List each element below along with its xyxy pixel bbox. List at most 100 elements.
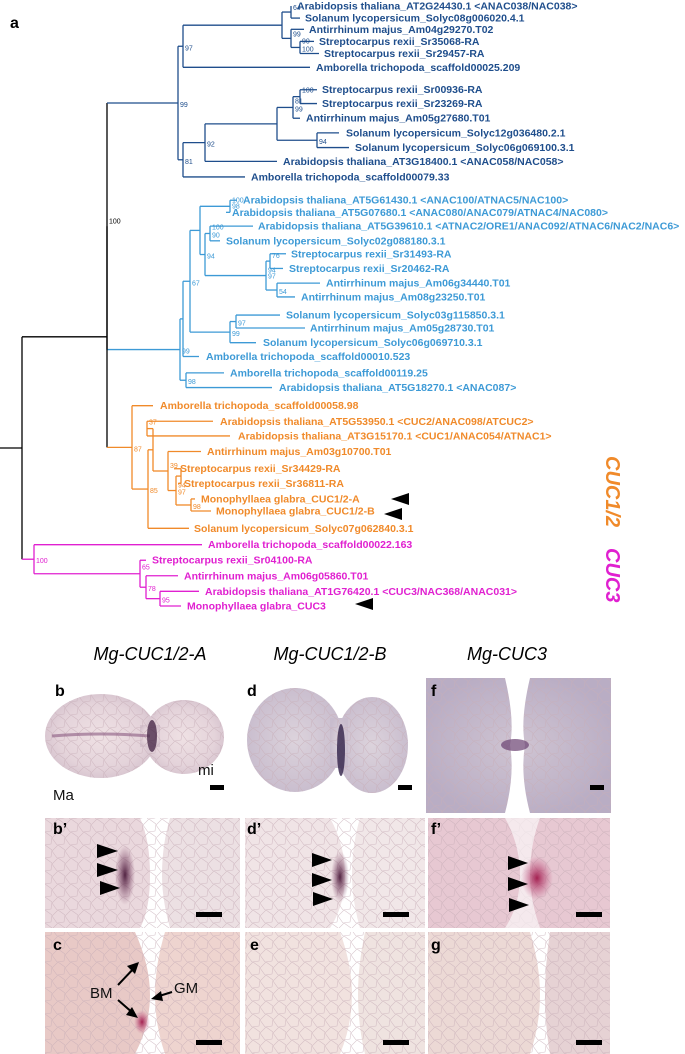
tree-tip-label: Antirrhinum majus_Am06g05860.T01 bbox=[184, 570, 369, 582]
micrograph-b-prime bbox=[45, 818, 240, 928]
panel-label-b-prime: b’ bbox=[53, 821, 67, 838]
panel-label-b: b bbox=[55, 683, 65, 700]
panel-label-f-prime: f’ bbox=[431, 821, 441, 838]
tree-tip-label: Streptocarpus rexii_Sr31493-RA bbox=[291, 248, 452, 260]
arrowhead-mg-cuc3 bbox=[355, 598, 373, 610]
bootstrap-value: 39 bbox=[170, 463, 178, 470]
micrograph-f bbox=[426, 678, 611, 813]
bootstrap-value: 100 bbox=[212, 224, 224, 231]
tree-tip-label: Arabidopsis thaliana_AT3G15170.1 <CUC1/A… bbox=[238, 430, 552, 442]
tree-tip-label: Streptocarpus rexii_Sr35068-RA bbox=[319, 36, 480, 48]
tree-bootstrap-values: 6499901009710081999492819910098100907694… bbox=[36, 5, 327, 605]
bootstrap-value: 87 bbox=[134, 446, 142, 453]
tree-tip-label: Monophyllaea glabra_CUC1/2-B bbox=[216, 506, 375, 518]
micrograph-b bbox=[40, 685, 250, 810]
tree-branches bbox=[0, 6, 349, 607]
tree-tip-label: Arabidopsis thaliana_AT5G61430.1 <ANAC10… bbox=[243, 195, 568, 207]
tree-tip-label: Monophyllaea glabra_CUC3 bbox=[187, 601, 326, 613]
tree-tip-labels: Arabidopsis thaliana_AT2G24430.1 <ANAC03… bbox=[152, 1, 679, 613]
panel-label-g: g bbox=[431, 937, 441, 954]
tree-tip-label: Streptocarpus rexii_Sr23269-RA bbox=[322, 98, 483, 110]
bootstrap-value: 98 bbox=[193, 504, 201, 511]
bootstrap-value: 94 bbox=[178, 483, 186, 490]
bootstrap-value: 81 bbox=[295, 98, 303, 105]
bootstrap-value: 95 bbox=[162, 598, 170, 605]
bootstrap-value: 99 bbox=[232, 331, 240, 338]
bootstrap-value: 100 bbox=[302, 88, 314, 95]
panel-label-c: c bbox=[53, 937, 62, 954]
column-header-cuc12b: Mg-CUC1/2-B bbox=[273, 644, 386, 664]
tree-tip-label: Arabidopsis thaliana_AT1G76420.1 <CUC3/N… bbox=[205, 586, 517, 598]
tree-tip-label: Solanum lycopersicum_Solyc08g006020.4.1 bbox=[305, 13, 525, 25]
bootstrap-value: 100 bbox=[302, 46, 314, 53]
bootstrap-value: 99 bbox=[180, 102, 188, 109]
bootstrap-value: 85 bbox=[150, 488, 158, 495]
bootstrap-value: 97 bbox=[268, 274, 276, 281]
bootstrap-value: 94 bbox=[319, 139, 327, 146]
tree-tip-label: Streptocarpus rexii_Sr20462-RA bbox=[289, 263, 450, 275]
label-gm: GM bbox=[174, 980, 198, 997]
tree-tip-label: Solanum lycopersicum_Solyc06g069710.3.1 bbox=[263, 337, 483, 349]
tree-tip-label: Streptocarpus rexii_Sr29457-RA bbox=[324, 48, 485, 60]
tree-tip-label: Antirrhinum majus_Am05g28730.T01 bbox=[310, 323, 495, 335]
bootstrap-value: 100 bbox=[36, 558, 48, 565]
bootstrap-value: 99 bbox=[295, 106, 303, 113]
tree-tip-label: Arabidopsis thaliana_AT2G24430.1 <ANAC03… bbox=[297, 1, 578, 13]
micrograph-d-prime bbox=[245, 818, 425, 928]
bootstrap-value: 97 bbox=[185, 45, 193, 52]
panel-label-d: d bbox=[247, 683, 257, 700]
tree-tip-label: Antirrhinum majus_Am06g34440.T01 bbox=[326, 278, 511, 290]
tree-tip-label: Streptocarpus rexii_Sr36811-RA bbox=[184, 478, 344, 490]
tree-tip-label: Antirrhinum majus_Am03g10700.T01 bbox=[207, 446, 392, 458]
tree-tip-label: Solanum lycopersicum_Solyc06g069100.3.1 bbox=[355, 142, 575, 154]
bootstrap-value: 92 bbox=[207, 142, 215, 149]
tree-tip-label: Antirrhinum majus_Am04g29270.T02 bbox=[309, 24, 494, 36]
tree-tip-label: Streptocarpus rexii_Sr34429-RA bbox=[180, 463, 341, 475]
tree-tip-label: Antirrhinum majus_Am05g27680.T01 bbox=[306, 113, 491, 125]
bootstrap-value: 98 bbox=[188, 379, 196, 386]
bootstrap-value: 65 bbox=[142, 565, 150, 572]
panel-label-e: e bbox=[250, 937, 259, 954]
bootstrap-value: 78 bbox=[148, 586, 156, 593]
micrograph-e bbox=[245, 932, 425, 1054]
tree-tip-label: Antirrhinum majus_Am08g23250.T01 bbox=[301, 291, 486, 303]
group-label-cuc3: CUC3 bbox=[601, 548, 623, 602]
tree-tip-label: Arabidopsis thaliana_AT5G39610.1 <ATNAC2… bbox=[258, 221, 679, 233]
tree-tip-label: Amborella trichopoda_scaffold00022.163 bbox=[208, 539, 412, 551]
bootstrap-value: 100 bbox=[109, 218, 121, 225]
bootstrap-value: 90 bbox=[212, 232, 220, 239]
tree-tip-label: Amborella trichopoda_scaffold00079.33 bbox=[251, 171, 450, 183]
label-mi: mi bbox=[198, 762, 214, 779]
micrograph-d bbox=[245, 680, 425, 820]
bootstrap-value: 94 bbox=[207, 254, 215, 261]
label-bm: BM bbox=[90, 985, 113, 1002]
bootstrap-value: 98 bbox=[232, 203, 240, 210]
arrowhead-mg-cuc12b bbox=[384, 508, 402, 520]
tree-tip-label: Arabidopsis thaliana_AT5G53950.1 <CUC2/A… bbox=[220, 416, 534, 428]
label-ma: Ma bbox=[53, 787, 74, 804]
bootstrap-value: 97 bbox=[238, 321, 246, 328]
bootstrap-value: 97 bbox=[178, 490, 186, 497]
arrowhead-mg-cuc12a bbox=[391, 493, 409, 505]
tree-tip-label: Streptocarpus rexii_Sr04100-RA bbox=[152, 555, 313, 567]
tree-tip-label: Amborella trichopoda_scaffold00010.523 bbox=[206, 351, 410, 363]
tree-arrowheads bbox=[355, 493, 409, 610]
tree-tip-label: Arabidopsis thaliana_AT3G18400.1 <ANAC05… bbox=[283, 156, 564, 168]
micrograph-f-prime bbox=[428, 818, 610, 928]
panel-label-f: f bbox=[431, 683, 437, 700]
bootstrap-value: 94 bbox=[268, 268, 276, 275]
bootstrap-value: 81 bbox=[185, 159, 193, 166]
group-label-cuc12: CUC1/2 bbox=[601, 456, 623, 527]
tree-tip-label: Amborella trichopoda_scaffold00025.209 bbox=[316, 62, 520, 74]
tree-tip-label: Amborella trichopoda_scaffold00119.25 bbox=[230, 367, 428, 379]
tree-tip-label: Solanum lycopersicum_Solyc02g088180.3.1 bbox=[226, 235, 446, 247]
bootstrap-value: 54 bbox=[279, 289, 287, 296]
tree-tip-label: Solanum lycopersicum_Solyc07g062840.3.1 bbox=[194, 523, 414, 535]
tree-tip-label: Amborella trichopoda_scaffold00058.98 bbox=[160, 400, 359, 412]
panel-label-d-prime: d’ bbox=[247, 821, 261, 838]
bootstrap-value: 99 bbox=[182, 349, 190, 356]
bootstrap-value: 67 bbox=[192, 280, 200, 287]
tree-tip-label: Arabidopsis thaliana_AT5G18270.1 <ANAC08… bbox=[279, 382, 516, 394]
bootstrap-value: 64 bbox=[293, 5, 301, 12]
